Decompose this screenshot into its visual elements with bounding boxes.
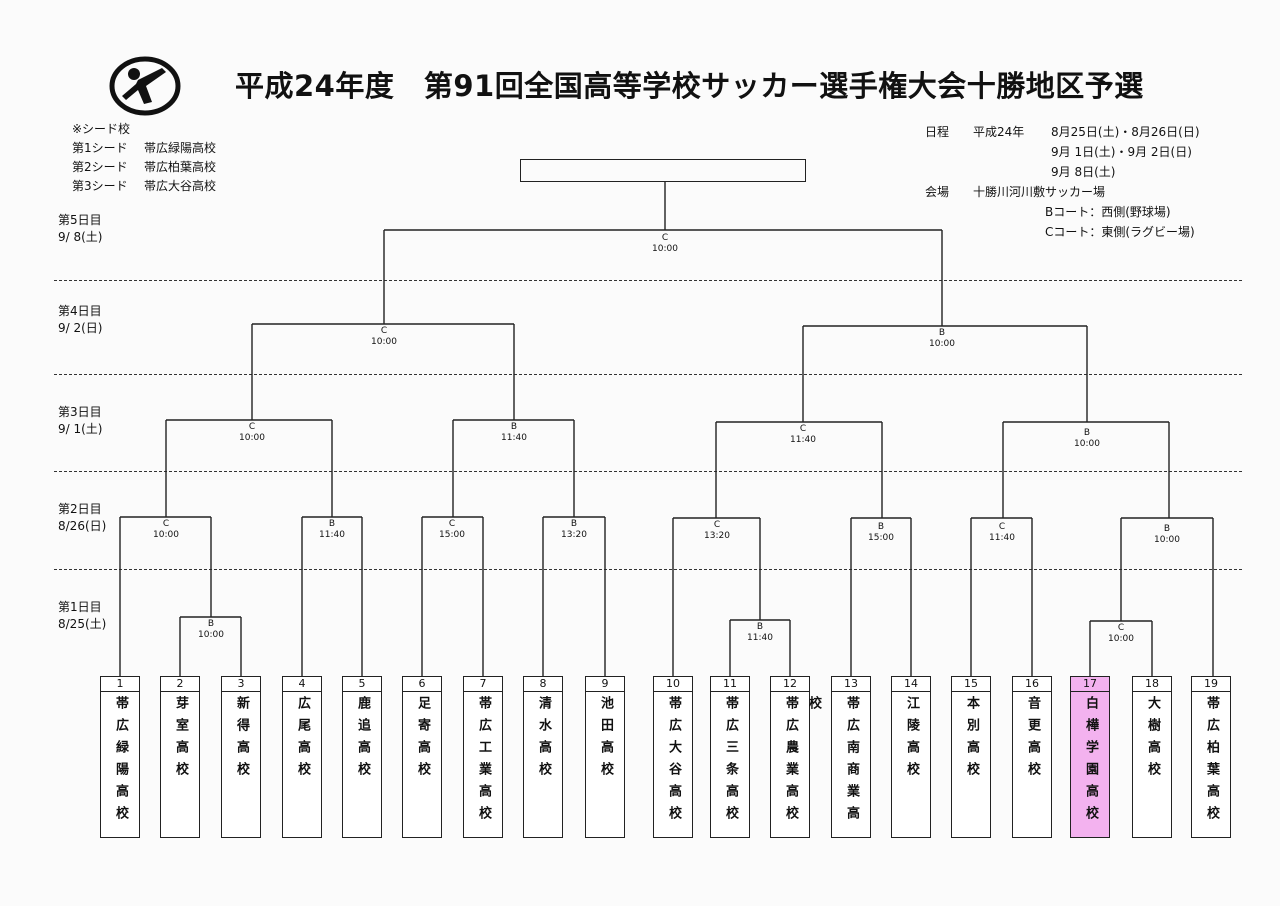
schedule-date: 9月 8日(土) — [1051, 165, 1116, 179]
soccer-player-emblem-icon — [108, 56, 182, 116]
seed-list: ※シード校 第1シード帯広緑陽高校 第2シード帯広柏葉高校 第3シード帯広大谷高… — [72, 120, 216, 196]
page-title: 平成24年度 第91回全国高等学校サッカー選手権大会十勝地区予選 — [235, 69, 1144, 103]
seed-heading: ※シード校 — [72, 122, 131, 136]
round-divider — [54, 280, 1242, 281]
schedule-era: 平成24年 — [973, 125, 1025, 139]
champion-box — [520, 159, 806, 182]
round-divider — [54, 374, 1242, 375]
round-divider — [54, 471, 1242, 472]
venue-label: 会場 — [925, 185, 950, 199]
court-b: Bコート：西側(野球場) — [1045, 205, 1171, 219]
schedule-label: 日程 — [925, 125, 950, 139]
seed-row: 第3シード帯広大谷高校 — [72, 179, 217, 193]
court-c: Cコート：東側(ラグビー場) — [1045, 225, 1195, 239]
schedule-date: 8月25日(土)・8月26日(日) — [1051, 125, 1200, 139]
schedule-info: 日程 平成24年 8月25日(土)・8月26日(日) 9月 1日(土)・9月 2日(… — [925, 122, 1255, 242]
venue-name: 十勝川河川敷サッカー場 — [973, 185, 1106, 199]
seed-row: 第2シード帯広柏葉高校 — [72, 160, 217, 174]
schedule-date: 9月 1日(土)・9月 2日(日) — [1051, 145, 1192, 159]
round-divider — [54, 569, 1242, 570]
seed-row: 第1シード帯広緑陽高校 — [72, 141, 217, 155]
